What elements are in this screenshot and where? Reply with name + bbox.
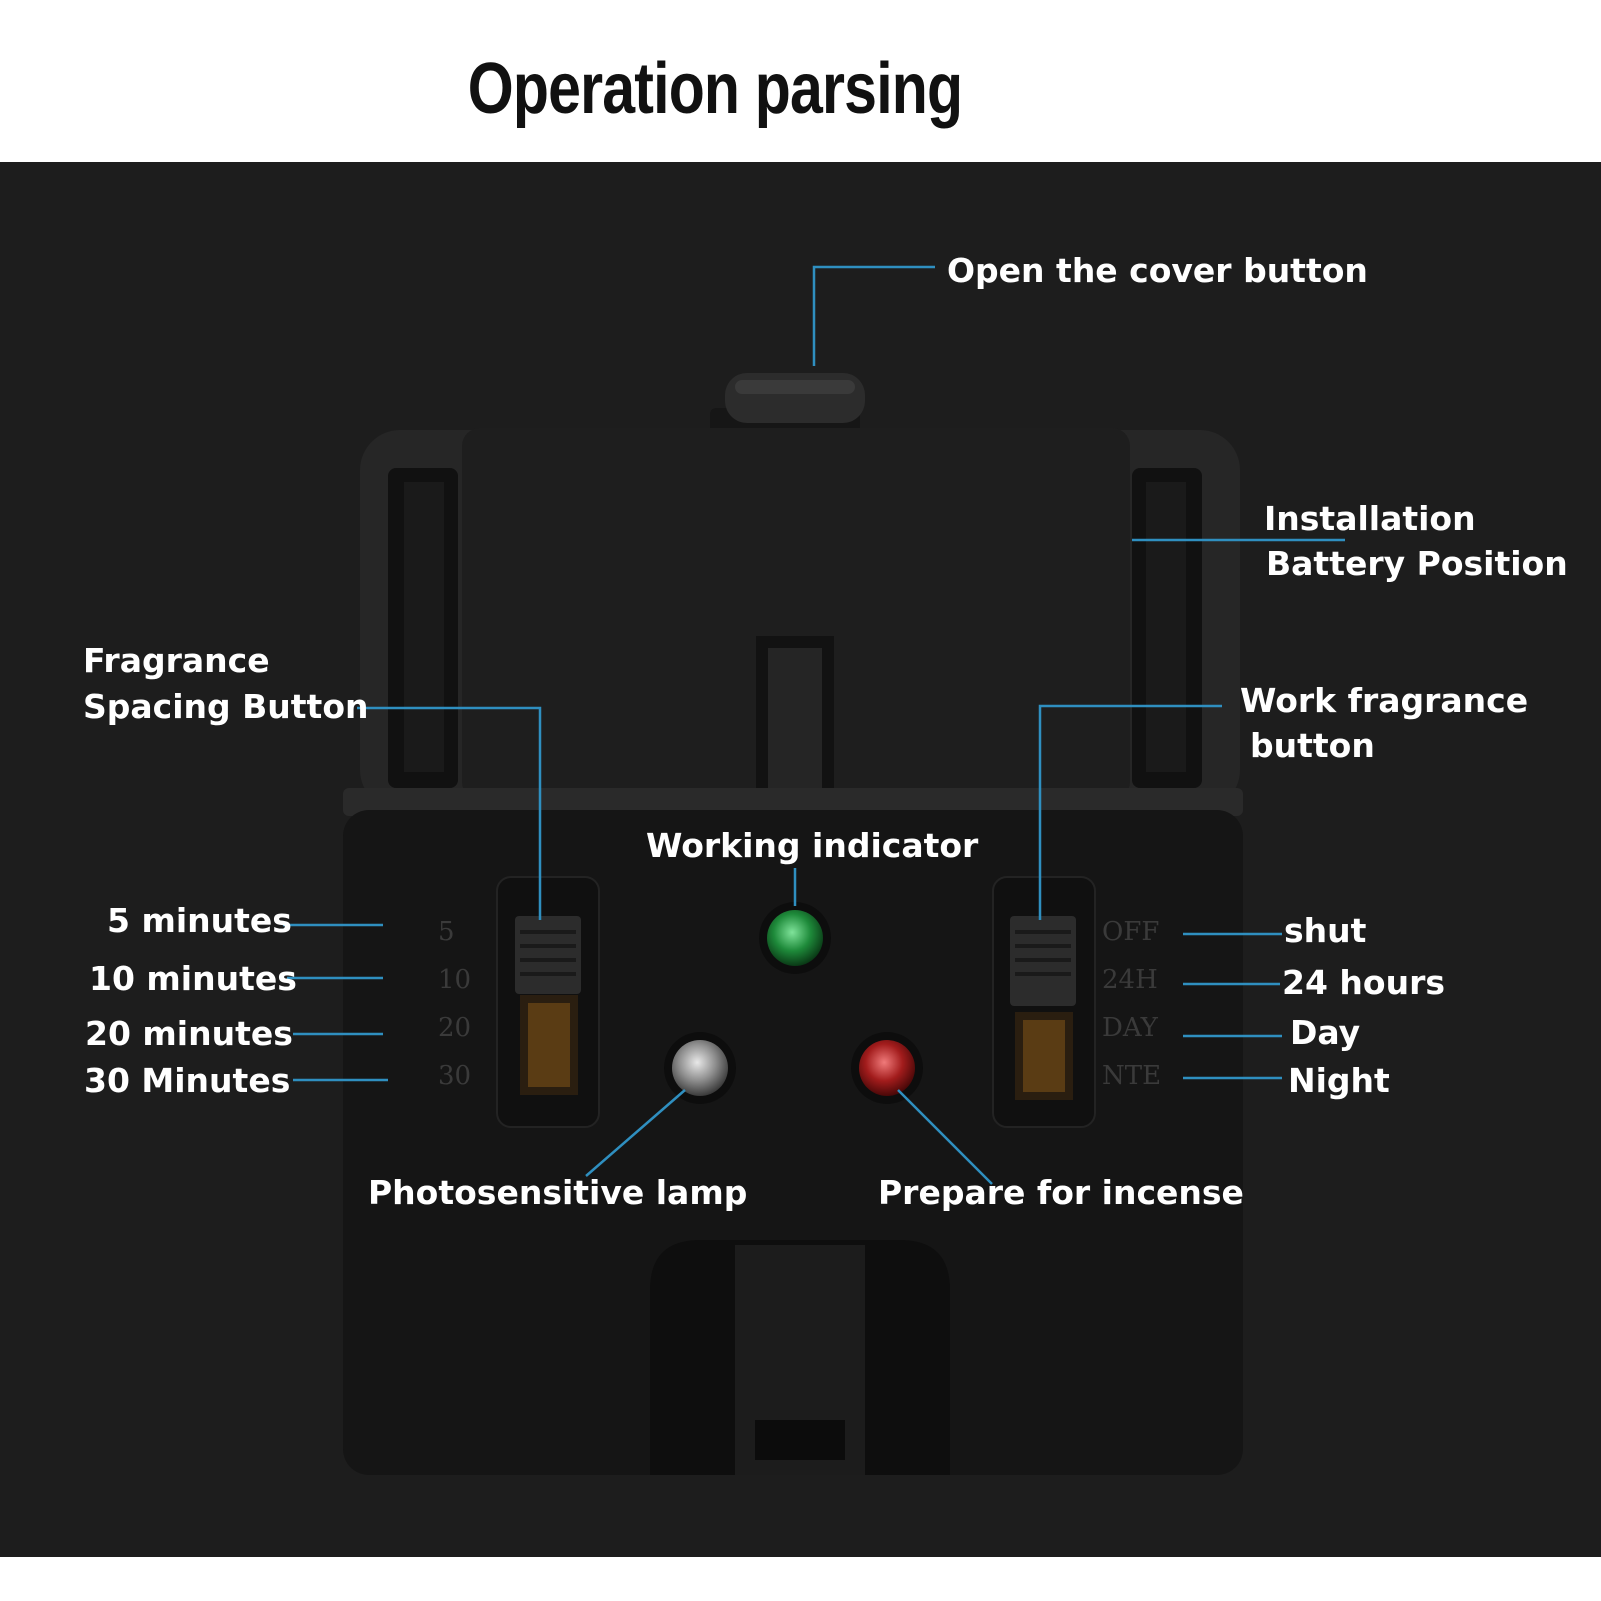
label-30-minutes: 30 Minutes: [84, 1061, 290, 1100]
device-mark-30: 30: [438, 1061, 471, 1091]
upper-housing: [360, 428, 1240, 810]
photosensitive-lamp-led: [664, 1032, 736, 1104]
device-mark-10: 10: [438, 965, 471, 995]
device-mark-day: DAY: [1102, 1013, 1159, 1043]
label-20-minutes: 20 minutes: [85, 1014, 293, 1053]
device-mark-24h: 24H: [1102, 965, 1158, 995]
label-10-minutes: 10 minutes: [89, 959, 297, 998]
cover-button: [710, 373, 865, 438]
label-work-fragrance-button: button: [1250, 726, 1375, 765]
label-shut: shut: [1284, 911, 1367, 950]
label-battery-position: Battery Position: [1266, 544, 1568, 583]
work-fragrance-slider: [992, 876, 1096, 1128]
label-24-hours: 24 hours: [1282, 963, 1445, 1002]
label-working-indicator: Working indicator: [646, 826, 979, 865]
label-5-minutes: 5 minutes: [107, 901, 292, 940]
label-day: Day: [1290, 1013, 1360, 1052]
label-spacing-button: Spacing Button: [83, 687, 369, 726]
device-mark-nte: NTE: [1102, 1061, 1161, 1091]
device-mark-off: OFF: [1102, 917, 1159, 947]
leader-lines: [283, 265, 1345, 1185]
label-night: Night: [1288, 1061, 1390, 1100]
label-fragrance: Fragrance: [83, 641, 270, 680]
fragrance-spacing-slider: [496, 876, 600, 1128]
working-indicator-led: [759, 902, 831, 974]
label-prepare-for-incense: Prepare for incense: [878, 1173, 1244, 1212]
device-mark-5: 5: [438, 917, 455, 947]
page-title: Operation parsing: [467, 49, 963, 129]
label-work-fragrance: Work fragrance: [1240, 681, 1528, 720]
lower-body: [343, 788, 1243, 1475]
label-open-cover-button: Open the cover button: [947, 251, 1368, 290]
prepare-incense-led: [851, 1032, 923, 1104]
device-mark-20: 20: [438, 1013, 471, 1043]
label-installation: Installation: [1264, 499, 1476, 538]
label-photosensitive-lamp: Photosensitive lamp: [368, 1173, 747, 1212]
